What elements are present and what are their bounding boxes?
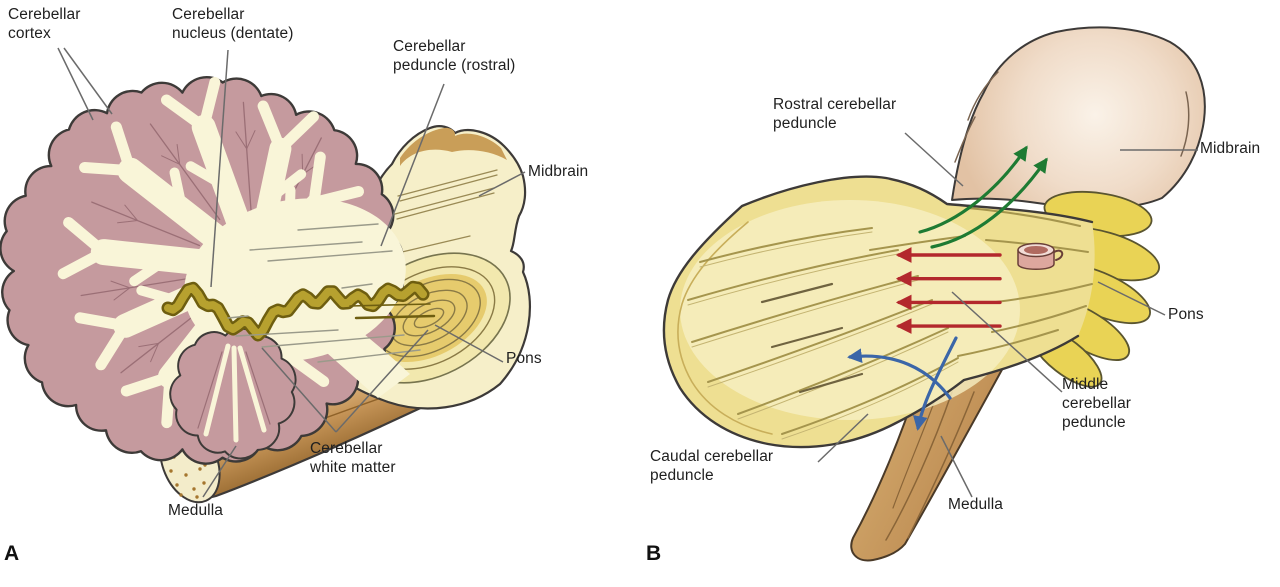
label-b-midbrain: Midbrain (1200, 140, 1261, 157)
cerebellum-section-shape (0, 76, 436, 465)
cerebellum-body-shape (662, 175, 1095, 449)
panel-b-drawing (662, 26, 1206, 562)
label-a-cerebellar-cortex: Cerebellar cortex (8, 6, 81, 42)
pontine-nucleus-marker-icon (1017, 242, 1064, 270)
label-a-medulla: Medulla (168, 502, 223, 519)
midbrain-shape (951, 26, 1206, 210)
panel-a-drawing (0, 47, 532, 504)
label-a-cerebellar-white-matter: Cerebellar white matter (310, 440, 396, 476)
panel-a-letter: A (4, 542, 20, 565)
panel-b-leader-lines (817, 132, 1198, 498)
label-a-cerebellar-nucleus-dentate: Cerebellar nucleus (dentate) (172, 6, 294, 42)
label-b-caudal-cerebellar-peduncle: Caudal cerebellar peduncle (650, 448, 774, 484)
peduncle-arrows (847, 145, 1048, 431)
label-a-midbrain: Midbrain (528, 163, 589, 180)
panel-b-letter: B (646, 542, 662, 565)
label-b-pons: Pons (1168, 306, 1204, 323)
label-b-middle-cerebellar-peduncle: Middle cerebellar peduncle (1062, 376, 1132, 431)
panel-a-leader-lines (57, 47, 526, 498)
label-b-rostral-cerebellar-peduncle: Rostral cerebellar peduncle (773, 96, 897, 132)
label-a-pons: Pons (506, 350, 542, 367)
label-b-medulla: Medulla (948, 496, 1003, 513)
label-a-cerebellar-peduncle-rostral: Cerebellar peduncle (rostral) (393, 38, 516, 74)
